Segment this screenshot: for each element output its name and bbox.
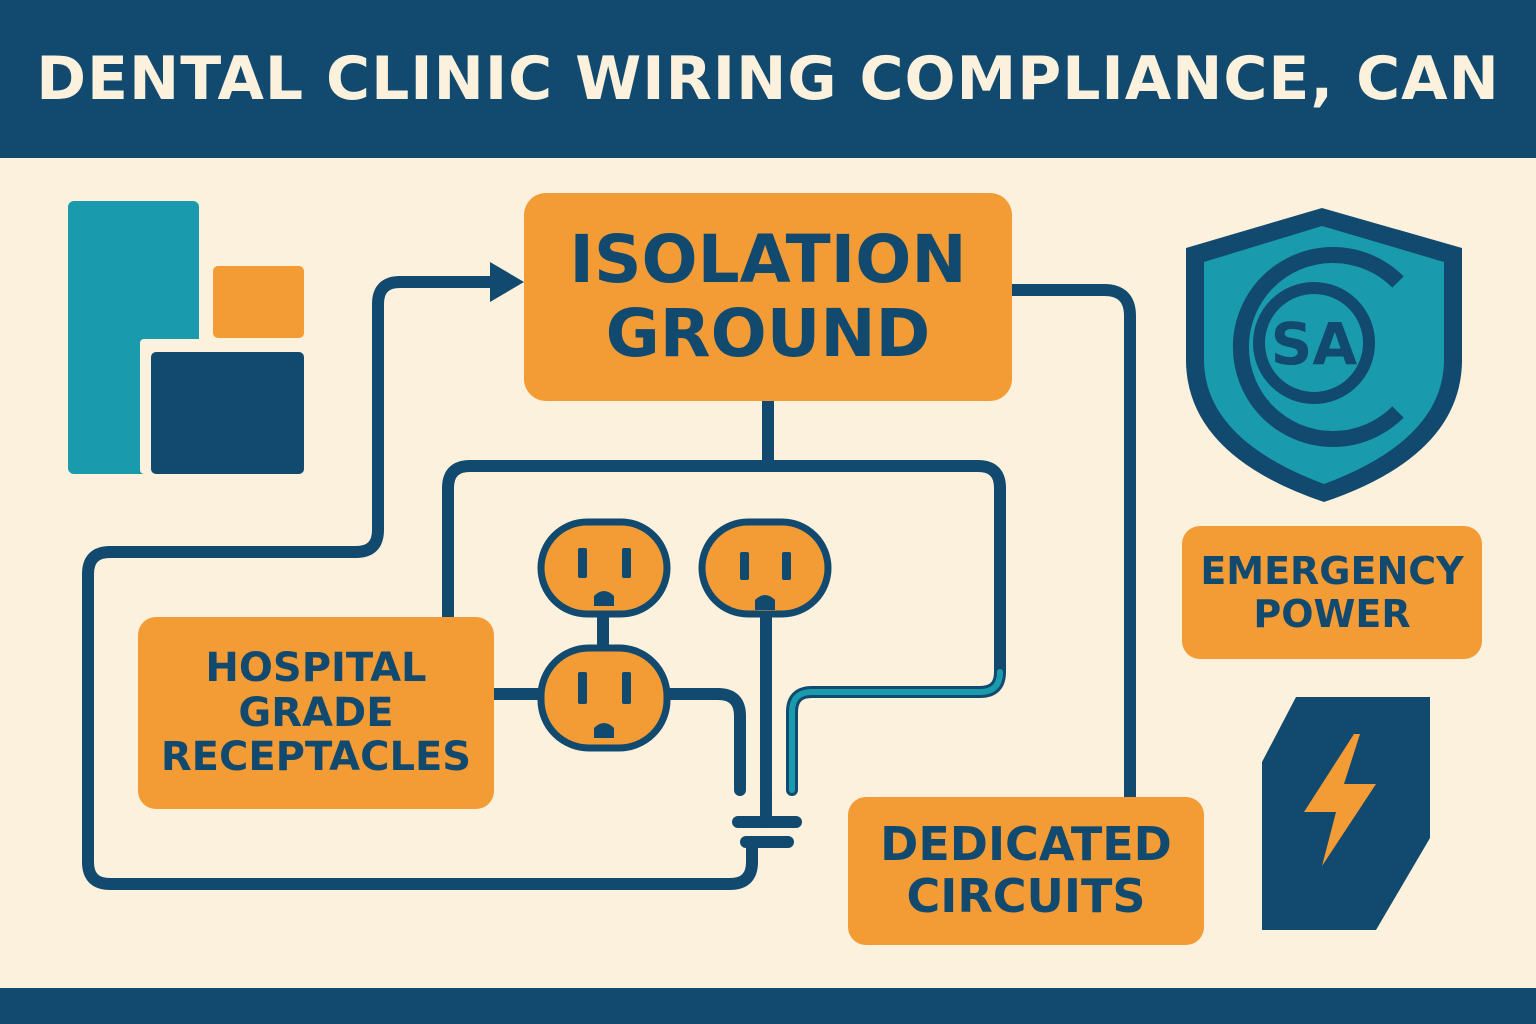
csa-badge-text: SA xyxy=(1271,310,1358,378)
receptacle-icon xyxy=(537,518,671,618)
arrow-head-icon xyxy=(490,262,524,302)
page-title: DENTAL CLINIC WIRING COMPLIANCE, CAN xyxy=(36,44,1500,114)
wire-to-dedicated xyxy=(1006,284,1136,803)
wire-iso-loop-left xyxy=(442,460,774,623)
lightning-bolt-icon xyxy=(1262,697,1430,930)
wire-recep-to-ground xyxy=(658,688,746,796)
isolation-ground-box: ISOLATION GROUND xyxy=(524,193,1012,401)
wire-outer-loop xyxy=(82,276,758,890)
receptacle-icon xyxy=(698,518,832,618)
wire-iso-loop-right xyxy=(762,460,1006,796)
footer-bar xyxy=(0,988,1536,1024)
teal-wire xyxy=(789,669,1003,793)
hospital-grade-receptacles-box: HOSPITAL GRADE RECEPTACLES xyxy=(138,617,494,809)
dedicated-circuits-box: DEDICATED CIRCUITS xyxy=(848,797,1204,945)
emergency-power-box: EMERGENCY POWER xyxy=(1182,526,1482,659)
csa-shield-icon: SA xyxy=(1186,208,1462,502)
receptacle-icon xyxy=(537,644,671,752)
building-logo-icon xyxy=(68,201,304,474)
title-bar: DENTAL CLINIC WIRING COMPLIANCE, CAN xyxy=(0,0,1536,158)
